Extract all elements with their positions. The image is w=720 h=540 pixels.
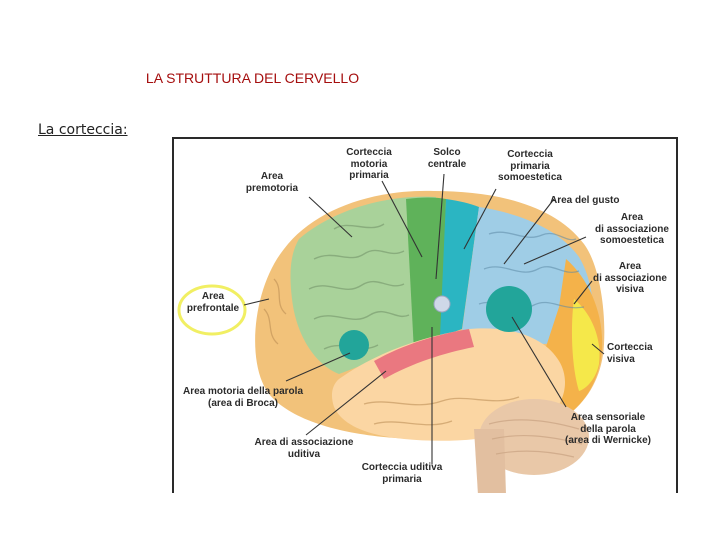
label-area-associazione-visiva: Area di associazione visiva <box>593 261 667 295</box>
primary-motor-strip <box>406 197 446 352</box>
label-corteccia-uditiva-primaria: Corteccia uditiva primaria <box>361 462 443 485</box>
label-area-prefrontale: Area prefrontale <box>186 291 240 314</box>
broca-area-spot <box>339 330 369 360</box>
auditory-cortex <box>374 329 474 379</box>
brain-illustration <box>177 173 605 493</box>
slide-title: LA STRUTTURA DEL CERVELLO <box>145 70 360 86</box>
label-area-premotoria: Area premotoria <box>245 171 299 194</box>
prefrontal-highlight-ring <box>177 284 247 336</box>
brain-cortex-diagram: Corteccia motoria primaria Solco central… <box>172 137 678 493</box>
label-area-sensoriale-parola: Area sensoriale della parola (area di We… <box>565 412 651 446</box>
brain-stem <box>474 429 506 493</box>
wernicke-area-spot <box>486 286 532 332</box>
premotor-motor-area <box>290 196 442 374</box>
label-corteccia-motoria-primaria: Corteccia motoria primaria <box>346 147 392 181</box>
label-solco-centrale: Solco centrale <box>427 147 467 170</box>
label-corteccia-primaria-somoestetica: Corteccia primaria somoestetica <box>498 149 562 183</box>
label-corteccia-visiva: Corteccia visiva <box>607 342 653 365</box>
taste-area-spot <box>433 295 451 313</box>
label-area-associazione-uditiva: Area di associazione uditiva <box>254 437 354 460</box>
label-area-del-gusto: Area del gusto <box>550 195 620 206</box>
label-area-motoria-parola: Area motoria della parola (area di Broca… <box>182 386 304 409</box>
cerebellum <box>479 399 589 475</box>
primary-visual-cortex <box>571 299 600 391</box>
section-subtitle: La corteccia: <box>38 122 128 138</box>
leader-lines <box>243 173 605 464</box>
label-area-associazione-somoestetica: Area di associazione somoestetica <box>595 212 669 246</box>
